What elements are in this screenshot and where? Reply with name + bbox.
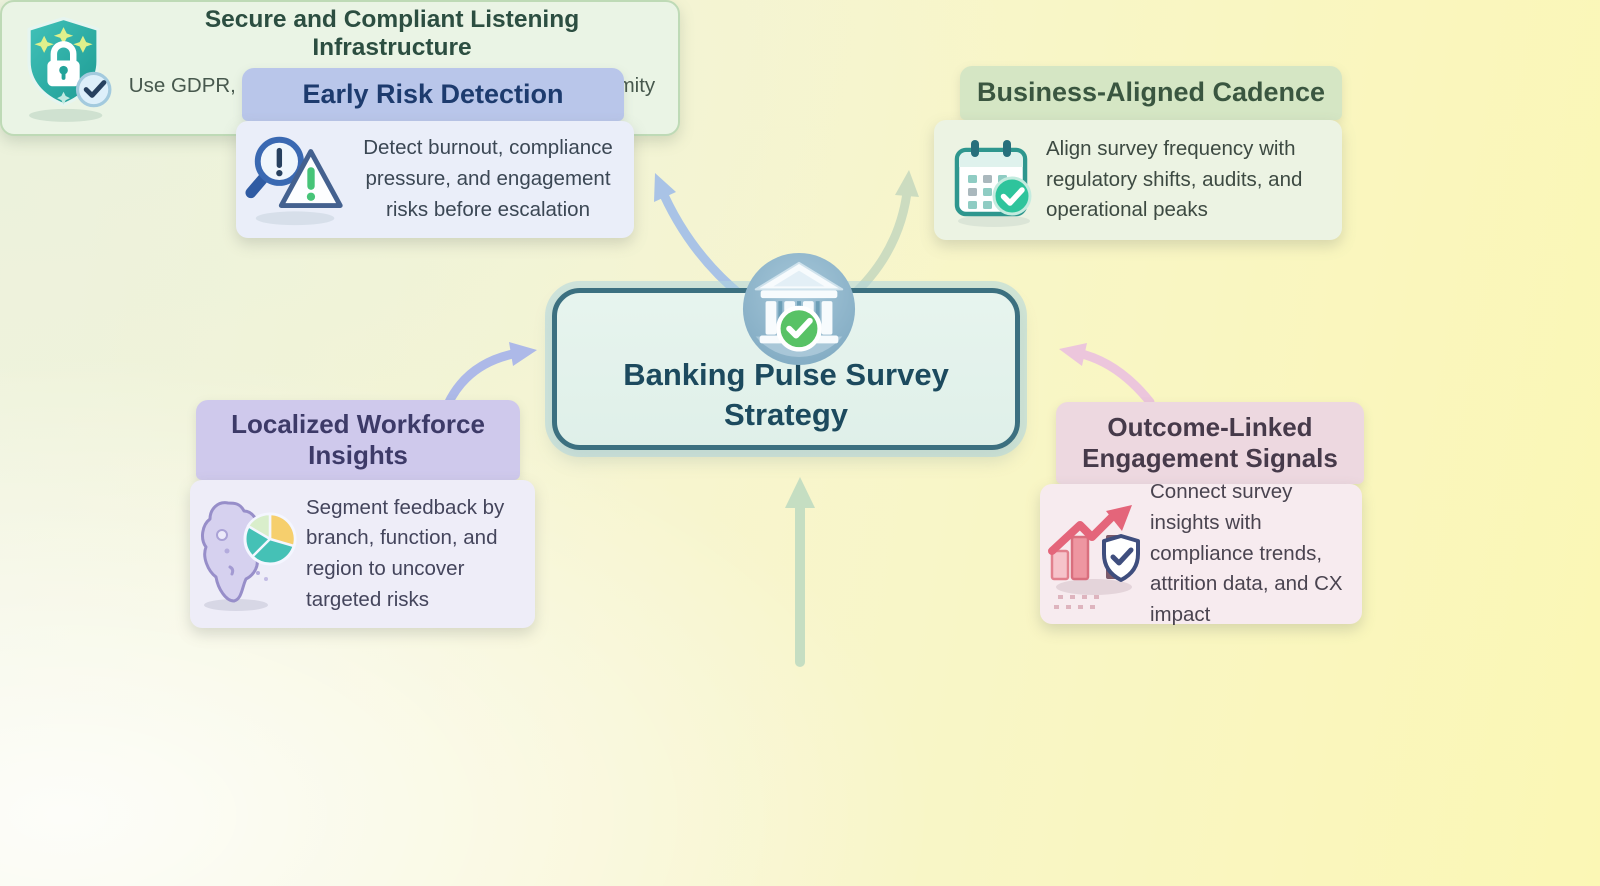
node-body-early-risk: Detect burnout, compliance pressure, and…	[236, 121, 634, 238]
arrow-shaft	[847, 179, 913, 301]
node-card-early-risk: Early Risk Detection Detect burnout, com…	[236, 68, 634, 238]
node-body-localized: Segment feedback by branch, function, an…	[190, 480, 535, 628]
node-card-cadence: Business-Aligned Cadence	[934, 66, 1342, 240]
map-pie-icon	[194, 495, 306, 613]
node-description: Detect burnout, compliance pressure, and…	[363, 136, 613, 221]
node-description: Segment feedback by branch, function, an…	[306, 495, 505, 611]
node-title: Business-Aligned Cadence	[976, 77, 1326, 108]
node-card-localized: Localized Workforce Insights Segment fee…	[190, 400, 535, 628]
node-description: Align survey frequency with regulatory s…	[1046, 136, 1303, 222]
arrow-head	[509, 342, 537, 366]
arrow-shaft	[443, 348, 523, 409]
node-header-outcome: Outcome-Linked Engagement Signals	[1056, 402, 1364, 484]
node-description: Connect survey insights with compliance …	[1150, 480, 1343, 627]
arrow-localized-to-center	[443, 342, 537, 409]
node-title: Secure and Compliant Listening Infrastru…	[204, 5, 580, 61]
arrow-outcome-to-center	[1059, 343, 1155, 407]
arrow-head	[1059, 343, 1087, 366]
calendar-check-icon	[942, 130, 1046, 230]
node-card-outcome: Outcome-Linked Engagement Signals	[1040, 402, 1364, 626]
node-title: Localized Workforce Insights	[231, 409, 485, 470]
node-body-outcome: Connect survey insights with compliance …	[1040, 480, 1362, 626]
bank-check-icon	[740, 250, 858, 368]
arrow-head	[654, 173, 676, 202]
arrow-center-to-cadence	[847, 170, 919, 301]
arrow-head	[895, 170, 919, 197]
arrow-secure-to-center	[785, 477, 815, 667]
arrow-shaft	[655, 181, 747, 301]
arrow-center-to-early-risk	[654, 173, 747, 301]
arrow-shaft	[1073, 348, 1155, 407]
shield-lock-icon	[16, 12, 124, 124]
node-header-cadence: Business-Aligned Cadence	[960, 66, 1342, 120]
node-title: Early Risk Detection	[302, 78, 564, 109]
arrow-head	[785, 477, 815, 508]
node-title: Outcome-Linked Engagement Signals	[1082, 412, 1338, 473]
node-header-localized: Localized Workforce Insights	[196, 400, 520, 480]
magnifier-warning-icon	[244, 130, 352, 230]
node-body-cadence: Align survey frequency with regulatory s…	[934, 120, 1342, 240]
trend-shield-icon	[1044, 495, 1150, 613]
node-header-early-risk: Early Risk Detection	[242, 68, 624, 121]
